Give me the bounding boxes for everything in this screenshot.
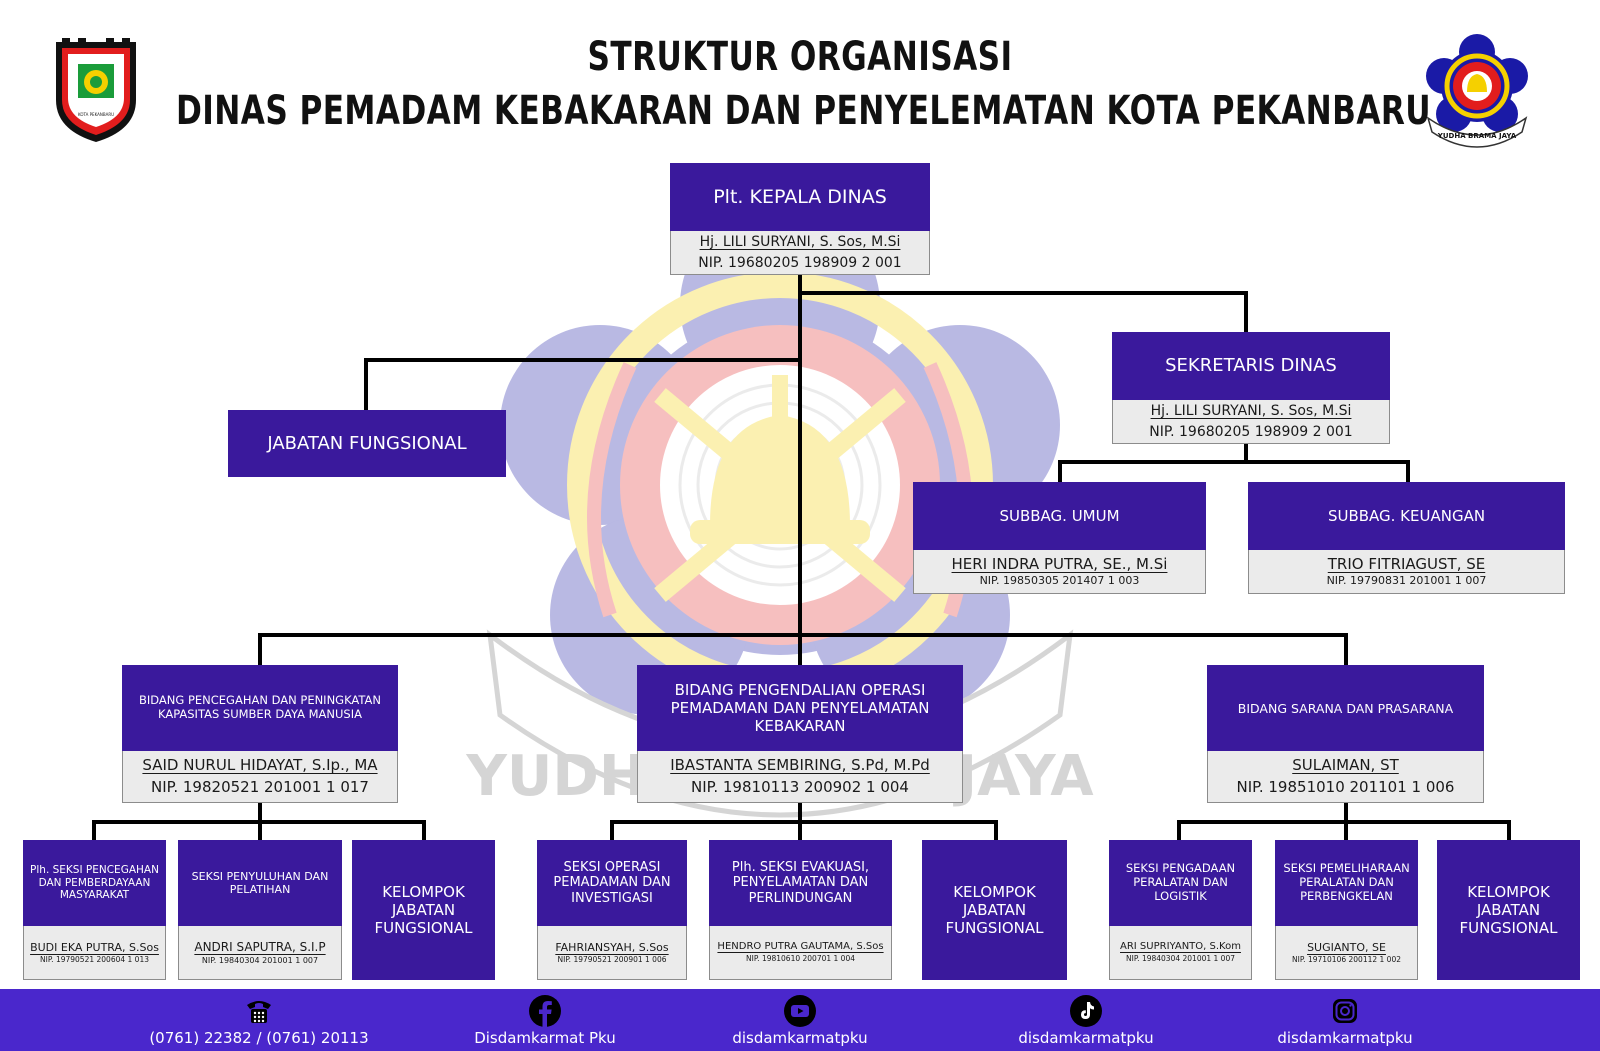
seksi-evakuasi-box: Plh. SEKSI EVAKUASI, PENYELAMATAN DAN PE… — [709, 840, 892, 980]
seksi-pemeliharaan-name: SUGIANTO, SE — [1307, 940, 1386, 954]
page-title: STRUKTUR ORGANISASI — [587, 34, 1013, 80]
footer-phone[interactable]: (0761) 22382 / (0761) 20113 — [139, 989, 379, 1051]
subbag-umum-name: HERI INDRA PUTRA, SE., M.Si — [951, 554, 1168, 573]
seksi-pemeliharaan-nip: NIP. 19710106 200112 1 002 — [1292, 954, 1401, 964]
kepala-dinas-box: Plt. KEPALA DINAS Hj. LILI SURYANI, S. S… — [670, 163, 930, 275]
bidang-sarana-title: BIDANG SARANA DAN PRASARANA — [1207, 665, 1484, 751]
seksi-pencegahan-title: Plh. SEKSI PENCEGAHAN DAN PEMBERDAYAAN M… — [23, 840, 166, 926]
seksi-pencegahan-name: BUDI EKA PUTRA, S.Sos — [30, 940, 159, 954]
seksi-pengadaan-box: SEKSI PENGADAAN PERALATAN DAN LOGISTIK A… — [1109, 840, 1252, 980]
watermark-white-disc — [660, 365, 900, 605]
seksi-penyuluhan-box: SEKSI PENYULUHAN DAN PELATIHAN ANDRI SAP… — [178, 840, 342, 980]
kepala-dinas-nip: NIP. 19680205 198909 2 001 — [698, 254, 902, 271]
seksi-pemeliharaan-title: SEKSI PEMELIHARAAN PERALATAN DAN PERBENG… — [1275, 840, 1418, 926]
jabatan-fungsional-box: JABATAN FUNGSIONAL — [228, 410, 506, 477]
footer-youtube-text: disdamkarmatpku — [732, 1029, 868, 1047]
subbag-umum-nip: NIP. 19850305 201407 1 003 — [979, 574, 1140, 588]
bidang-sarana-nip: NIP. 19851010 201101 1 006 — [1236, 777, 1455, 796]
sekretaris-dinas-nip: NIP. 19680205 198909 2 001 — [1149, 423, 1353, 440]
jabatan-fungsional-title: JABATAN FUNGSIONAL — [228, 410, 506, 477]
footer-youtube[interactable]: disdamkarmatpku — [680, 989, 920, 1051]
seksi-penyuluhan-nip: NIP. 19840304 201001 1 007 — [201, 956, 319, 966]
tiktok-icon — [1070, 995, 1102, 1027]
subbag-keuangan-name: TRIO FITRIAGUST, SE — [1327, 554, 1486, 573]
bidang-pencegahan-box: BIDANG PENCEGAHAN DAN PENINGKATAN KAPASI… — [122, 665, 398, 803]
kepala-dinas-title: Plt. KEPALA DINAS — [670, 163, 930, 231]
bidang-operasi-nip: NIP. 19810113 200902 1 004 — [691, 777, 909, 796]
seksi-pengadaan-nip: NIP. 19840304 201001 1 007 — [1126, 954, 1235, 964]
watermark-red-disc — [620, 325, 940, 645]
subbag-keuangan-box: SUBBAG. KEUANGAN TRIO FITRIAGUST, SE NIP… — [1248, 482, 1565, 594]
seksi-pencegahan-nip: NIP. 19790521 200604 1 013 — [40, 954, 149, 964]
watermark-rings — [678, 383, 882, 587]
bidang-operasi-box: BIDANG PENGENDALIAN OPERASI PEMADAMAN DA… — [637, 665, 963, 803]
footer-instagram-text: disdamkarmatpku — [1277, 1029, 1413, 1047]
footer-contact-bar: (0761) 22382 / (0761) 20113 Disdamkarmat… — [0, 989, 1600, 1051]
seksi-operasi-name: FAHRIANSYAH, S.Sos — [555, 940, 669, 954]
sekretaris-dinas-box: SEKRETARIS DINAS Hj. LILI SURYANI, S. So… — [1112, 332, 1390, 444]
watermark-axes — [654, 388, 906, 602]
instagram-icon — [1329, 995, 1361, 1027]
bidang-operasi-name: IBASTANTA SEMBIRING, S.Pd, M.Pd — [670, 755, 930, 774]
footer-phone-text: (0761) 22382 / (0761) 20113 — [149, 1029, 369, 1047]
damkar-logo-text: YUDHA BRAMA JAYA — [1437, 132, 1517, 140]
bidang-operasi-title: BIDANG PENGENDALIAN OPERASI PEMADAMAN DA… — [637, 665, 963, 751]
facebook-icon — [529, 995, 561, 1027]
footer-facebook-text: Disdamkarmat Pku — [474, 1029, 616, 1047]
kelompok-jabatan-fungsional-3-title: KELOMPOK JABATAN FUNGSIONAL — [1437, 840, 1580, 980]
bidang-pencegahan-title: BIDANG PENCEGAHAN DAN PENINGKATAN KAPASI… — [122, 665, 398, 751]
subbag-keuangan-nip: NIP. 19790831 201001 1 007 — [1326, 574, 1487, 588]
footer-facebook[interactable]: Disdamkarmat Pku — [425, 989, 665, 1051]
sekretaris-dinas-name: Hj. LILI SURYANI, S. Sos, M.Si — [1150, 403, 1352, 420]
footer-instagram[interactable]: disdamkarmatpku — [1225, 989, 1465, 1051]
seksi-pengadaan-name: ARI SUPRIYANTO, S.Kom — [1120, 941, 1241, 953]
bidang-sarana-box: BIDANG SARANA DAN PRASARANA SULAIMAN, ST… — [1207, 665, 1484, 803]
seksi-evakuasi-name: HENDRO PUTRA GAUTAMA, S.Sos — [717, 941, 884, 953]
kepala-dinas-name: Hj. LILI SURYANI, S. Sos, M.Si — [699, 234, 901, 251]
damkar-logo: YUDHA BRAMA JAYA — [1426, 34, 1528, 148]
seksi-operasi-box: SEKSI OPERASI PEMADAMAN DAN INVESTIGASI … — [537, 840, 687, 980]
footer-tiktok-text: disdamkarmatpku — [1018, 1029, 1154, 1047]
seksi-operasi-title: SEKSI OPERASI PEMADAMAN DAN INVESTIGASI — [537, 840, 687, 926]
sekretaris-dinas-title: SEKRETARIS DINAS — [1112, 332, 1390, 400]
kelompok-jabatan-fungsional-2-title: KELOMPOK JABATAN FUNGSIONAL — [922, 840, 1067, 980]
subbag-umum-box: SUBBAG. UMUM HERI INDRA PUTRA, SE., M.Si… — [913, 482, 1206, 594]
kelompok-jabatan-fungsional-1-title: KELOMPOK JABATAN FUNGSIONAL — [352, 840, 495, 980]
watermark-helmet — [690, 375, 870, 544]
city-logo-text: KOTA PEKANBARU — [78, 112, 114, 117]
seksi-penyuluhan-title: SEKSI PENYULUHAN DAN PELATIHAN — [178, 840, 342, 926]
kelompok-jabatan-fungsional-3-box: KELOMPOK JABATAN FUNGSIONAL — [1437, 840, 1580, 980]
subbag-umum-title: SUBBAG. UMUM — [913, 482, 1206, 550]
seksi-penyuluhan-name: ANDRI SAPUTRA, S.I.P — [194, 939, 326, 954]
page-subtitle: DINAS PEMADAM KEBAKARAN DAN PENYELEMATAN… — [176, 88, 1431, 134]
footer-tiktok[interactable]: disdamkarmatpku — [966, 989, 1206, 1051]
city-logo: KOTA PEKANBARU — [56, 38, 136, 142]
seksi-operasi-nip: NIP. 19790521 200901 1 006 — [557, 954, 667, 964]
bidang-pencegahan-nip: NIP. 19820521 201001 1 017 — [151, 777, 369, 796]
seksi-pemeliharaan-box: SEKSI PEMELIHARAAN PERALATAN DAN PERBENG… — [1275, 840, 1418, 980]
subbag-keuangan-title: SUBBAG. KEUANGAN — [1248, 482, 1565, 550]
bidang-sarana-name: SULAIMAN, ST — [1292, 755, 1399, 774]
seksi-evakuasi-nip: NIP. 19810610 200701 1 004 — [746, 954, 855, 964]
seksi-pencegahan-box: Plh. SEKSI PENCEGAHAN DAN PEMBERDAYAAN M… — [23, 840, 166, 980]
kelompok-jabatan-fungsional-2-box: KELOMPOK JABATAN FUNGSIONAL — [922, 840, 1067, 980]
youtube-icon — [784, 995, 816, 1027]
phone-icon — [243, 995, 275, 1027]
kelompok-jabatan-fungsional-1-box: KELOMPOK JABATAN FUNGSIONAL — [352, 840, 495, 980]
bidang-pencegahan-name: SAID NURUL HIDAYAT, S.Ip., MA — [142, 755, 378, 774]
seksi-pengadaan-title: SEKSI PENGADAAN PERALATAN DAN LOGISTIK — [1109, 840, 1252, 926]
seksi-evakuasi-title: Plh. SEKSI EVAKUASI, PENYELAMATAN DAN PE… — [709, 840, 892, 926]
